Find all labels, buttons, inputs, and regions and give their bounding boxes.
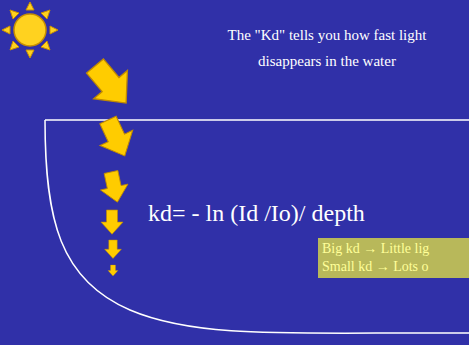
box-text: Small kd → Lots o bbox=[322, 258, 465, 276]
water-basin bbox=[45, 120, 469, 333]
highlight-box: Big kd → Little ligSmall kd → Lots o bbox=[318, 238, 469, 278]
light-arrows bbox=[78, 52, 143, 276]
formula: kd= - ln (Id /Io)/ depth bbox=[148, 198, 448, 228]
intro-note: The "Kd" tells you how fast light disapp… bbox=[227, 22, 427, 74]
box-text: Big kd → Little lig bbox=[322, 240, 465, 258]
sun bbox=[2, 2, 58, 58]
